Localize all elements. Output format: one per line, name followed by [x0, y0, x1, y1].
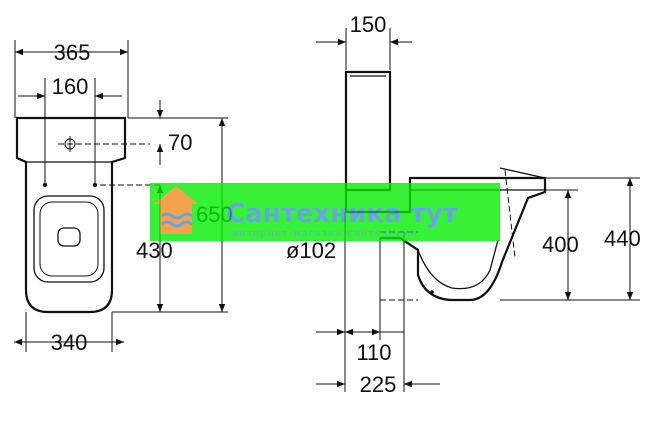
tank-outline [344, 70, 392, 192]
watermark: Сантехника тут интернет-магазин сантехни… [150, 183, 500, 241]
dim-70: 70 [168, 130, 192, 155]
watermark-subtitle: интернет-магазин сантехники [232, 229, 418, 239]
dim-110: 110 [356, 340, 391, 365]
dim-365: 365 [54, 40, 91, 65]
dim-o102: ø102 [286, 238, 336, 263]
dim-225: 225 [360, 372, 397, 397]
bowl-outline [15, 116, 127, 314]
dim-430: 430 [136, 238, 173, 263]
seat-outline [33, 195, 105, 283]
dim-400: 400 [542, 232, 579, 257]
house-icon [154, 186, 198, 234]
dim-150: 150 [350, 12, 387, 37]
dim-160: 160 [52, 74, 89, 99]
drain-outline [57, 227, 81, 247]
side-view: 150 ø102 110 225 400 [286, 12, 641, 397]
dim-440: 440 [604, 226, 641, 251]
watermark-title: Сантехника тут [226, 199, 458, 229]
bowl-profile [344, 176, 547, 302]
dim-340: 340 [51, 330, 88, 355]
